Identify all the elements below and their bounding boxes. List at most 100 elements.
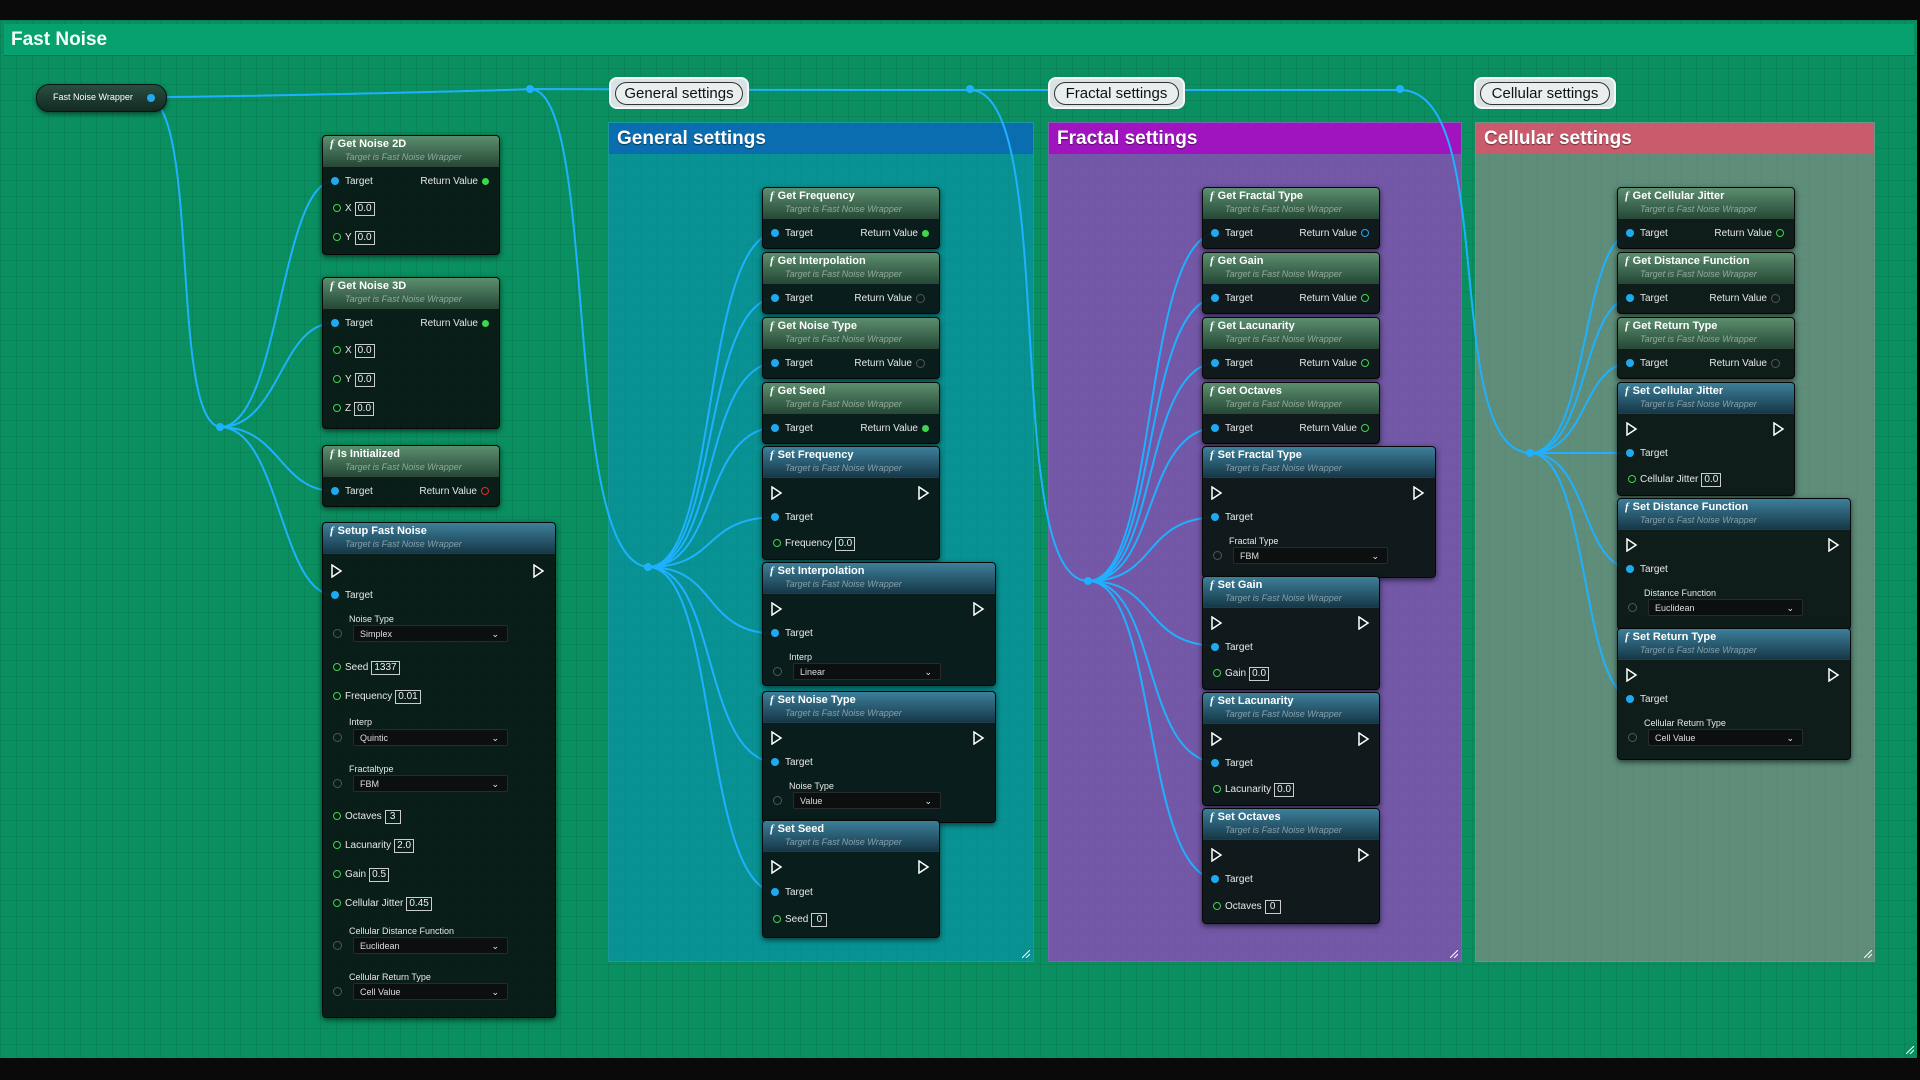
return-value-pin[interactable]: Return Value bbox=[1299, 358, 1369, 369]
exec-out-icon[interactable] bbox=[1358, 732, 1370, 746]
cellular-distance-dropdown[interactable]: Euclidean⌄ bbox=[353, 937, 508, 954]
enum-pin-icon[interactable] bbox=[773, 796, 782, 805]
enum-pin-icon[interactable] bbox=[333, 987, 342, 996]
exec-in-icon[interactable] bbox=[1211, 732, 1223, 746]
noise-type-dropdown[interactable]: Value⌄ bbox=[793, 792, 941, 809]
exec-out-icon[interactable] bbox=[1358, 848, 1370, 862]
fractal-resize-handle-icon[interactable] bbox=[1450, 950, 1458, 958]
distance-function-dropdown[interactable]: Euclidean⌄ bbox=[1648, 599, 1803, 616]
target-pin[interactable]: Target bbox=[1211, 358, 1253, 369]
exec-out-icon[interactable] bbox=[973, 731, 985, 745]
enum-pin-icon[interactable] bbox=[1628, 733, 1637, 742]
return-value-pin[interactable]: Return Value bbox=[854, 293, 929, 304]
exec-in-icon[interactable] bbox=[1211, 486, 1223, 500]
wrapper-output-pin[interactable] bbox=[147, 94, 155, 102]
enum-pin-icon[interactable] bbox=[333, 733, 342, 742]
target-pin[interactable]: Target bbox=[331, 486, 373, 497]
exec-out-icon[interactable] bbox=[1828, 668, 1840, 682]
return-value-pin[interactable]: Return Value bbox=[854, 358, 929, 369]
exec-out-icon[interactable] bbox=[1358, 616, 1370, 630]
exec-in-icon[interactable] bbox=[771, 486, 783, 500]
fractal-type-dropdown[interactable]: FBM⌄ bbox=[1233, 547, 1388, 564]
noise-type-dropdown[interactable]: Simplex⌄ bbox=[353, 625, 508, 642]
general-resize-handle-icon[interactable] bbox=[1022, 950, 1030, 958]
enum-pin-icon[interactable] bbox=[773, 667, 782, 676]
return-value-pin[interactable]: Return Value bbox=[1299, 423, 1369, 434]
exec-out-icon[interactable] bbox=[533, 564, 545, 578]
target-pin[interactable]: Target bbox=[1211, 758, 1253, 769]
target-pin[interactable]: Target bbox=[771, 887, 813, 898]
exec-out-icon[interactable] bbox=[1828, 538, 1840, 552]
target-pin[interactable]: Target bbox=[1626, 228, 1668, 239]
enum-pin-icon[interactable] bbox=[333, 629, 342, 638]
enum-pin-icon[interactable] bbox=[1628, 603, 1637, 612]
exec-in-icon[interactable] bbox=[771, 860, 783, 874]
target-pin[interactable]: Target bbox=[1211, 642, 1253, 653]
target-pin[interactable]: Target bbox=[1626, 694, 1668, 705]
return-value-pin[interactable]: Return Value bbox=[420, 176, 489, 187]
exec-in-icon[interactable] bbox=[1626, 538, 1638, 552]
return-value-pin[interactable]: Return Value bbox=[1709, 293, 1784, 304]
enum-pin-icon[interactable] bbox=[333, 779, 342, 788]
target-pin[interactable]: Target bbox=[331, 318, 373, 329]
enum-pin-icon[interactable] bbox=[333, 941, 342, 950]
target-pin[interactable]: Target bbox=[1626, 358, 1668, 369]
main-resize-handle-icon[interactable] bbox=[1906, 1046, 1914, 1054]
exec-in-icon[interactable] bbox=[331, 564, 343, 578]
target-pin[interactable]: Target bbox=[771, 628, 813, 639]
target-pin[interactable]: Target bbox=[771, 512, 813, 523]
interp-dropdown[interactable]: Quintic⌄ bbox=[353, 729, 508, 746]
general-settings-bubble[interactable]: General settings bbox=[609, 77, 749, 109]
return-value-pin[interactable]: Return Value bbox=[1299, 228, 1369, 239]
exec-out-icon[interactable] bbox=[918, 486, 930, 500]
target-pin[interactable]: Target bbox=[771, 757, 813, 768]
return-value-pin[interactable]: Return Value bbox=[419, 486, 489, 497]
fractaltype-dropdown[interactable]: FBM⌄ bbox=[353, 775, 508, 792]
main-comment-header[interactable]: Fast Noise bbox=[4, 24, 1914, 56]
exec-out-icon[interactable] bbox=[918, 860, 930, 874]
target-pin[interactable]: Target bbox=[331, 176, 373, 187]
cellular-return-type-dropdown[interactable]: Cell Value⌄ bbox=[1648, 729, 1803, 746]
target-pin[interactable]: Target bbox=[1211, 874, 1253, 885]
exec-out-icon[interactable] bbox=[1773, 422, 1785, 436]
target-pin[interactable]: Target bbox=[1626, 293, 1668, 304]
cellular-return-dropdown[interactable]: Cell Value⌄ bbox=[353, 983, 508, 1000]
exec-out-icon[interactable] bbox=[1413, 486, 1425, 500]
target-pin[interactable]: Target bbox=[771, 293, 813, 304]
fast-noise-wrapper-node[interactable]: Fast Noise Wrapper bbox=[36, 84, 167, 112]
fractal-settings-bubble[interactable]: Fractal settings bbox=[1048, 77, 1185, 109]
